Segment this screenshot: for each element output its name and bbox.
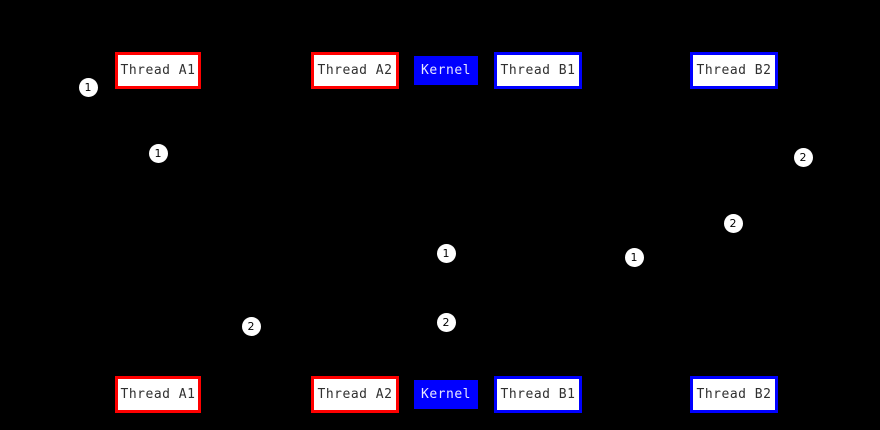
participant-label: Thread A1 — [120, 387, 196, 402]
participant-box-thread-a1-bottom[interactable]: Thread A1 — [115, 376, 201, 413]
step-badge-label: 2 — [442, 315, 450, 329]
step-badge-label: 1 — [630, 250, 638, 264]
step-badge[interactable]: 1 — [624, 247, 644, 267]
participant-box-thread-a2-top[interactable]: Thread A2 — [311, 52, 399, 89]
step-badge-label: 1 — [84, 80, 92, 94]
step-badge-label: 2 — [729, 216, 737, 230]
participant-box-thread-b1-bottom[interactable]: Thread B1 — [494, 376, 582, 413]
step-badge[interactable]: 1 — [78, 77, 98, 97]
participant-label: Thread B2 — [696, 387, 772, 402]
step-badge-label: 1 — [154, 146, 162, 160]
step-badge-label: 2 — [799, 150, 807, 164]
participant-label: Thread B1 — [500, 63, 576, 78]
step-badge[interactable]: 2 — [436, 312, 456, 332]
participant-box-kernel-bottom[interactable]: Kernel — [414, 380, 478, 409]
participant-box-thread-b2-bottom[interactable]: Thread B2 — [690, 376, 778, 413]
step-badge[interactable]: 1 — [148, 143, 168, 163]
participant-label: Thread B2 — [696, 63, 772, 78]
step-badge[interactable]: 1 — [436, 243, 456, 263]
step-badge[interactable]: 2 — [723, 213, 743, 233]
step-badge-label: 2 — [247, 319, 255, 333]
step-badge-label: 1 — [442, 246, 450, 260]
lifeline-group — [157, 85, 735, 380]
participant-box-thread-a1-top[interactable]: Thread A1 — [115, 52, 201, 89]
participant-label: Kernel — [421, 387, 471, 402]
step-badge[interactable]: 2 — [241, 316, 261, 336]
participant-label: Thread A1 — [120, 63, 196, 78]
participant-box-thread-b1-top[interactable]: Thread B1 — [494, 52, 582, 89]
participant-label: Thread A2 — [317, 387, 393, 402]
participant-box-kernel-top[interactable]: Kernel — [414, 56, 478, 85]
participant-label: Kernel — [421, 63, 471, 78]
message-arrow-group — [158, 152, 734, 327]
participant-label: Thread A2 — [317, 63, 393, 78]
participant-box-thread-a2-bottom[interactable]: Thread A2 — [311, 376, 399, 413]
participant-label: Thread B1 — [500, 387, 576, 402]
participant-box-thread-b2-top[interactable]: Thread B2 — [690, 52, 778, 89]
step-badge[interactable]: 2 — [793, 147, 813, 167]
